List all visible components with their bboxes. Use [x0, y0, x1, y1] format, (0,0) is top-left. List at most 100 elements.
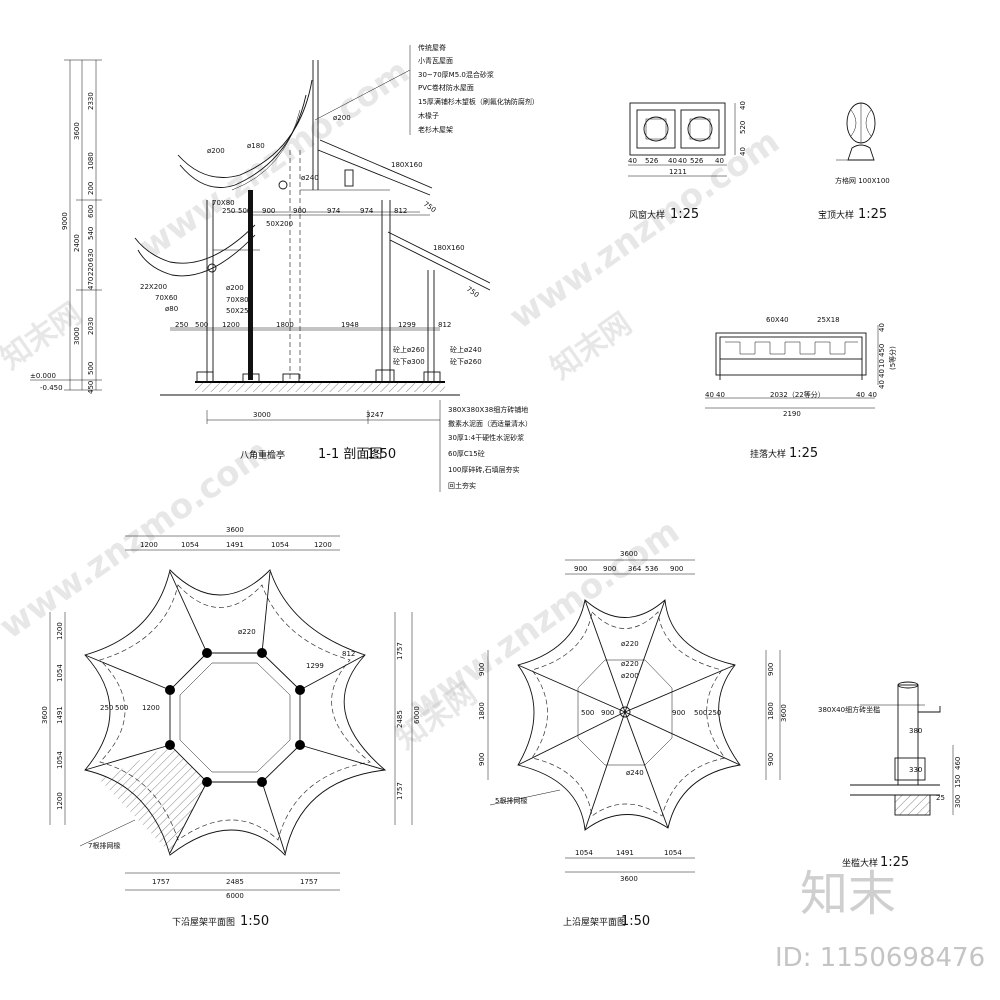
- dim-left: 540: [87, 227, 95, 240]
- floor-layer: 30厚1:4干硬性水泥砂浆: [448, 433, 524, 442]
- inner-callout: 1200: [142, 704, 160, 712]
- inner-callout: ø220: [238, 628, 256, 636]
- dim-h: 40: [678, 157, 687, 165]
- dim-bottom: 1800: [276, 321, 294, 329]
- dim-left: 900: [478, 663, 486, 676]
- elevation-label: ±0.000: [30, 372, 56, 380]
- dim-bottom-total: 3600: [620, 875, 638, 883]
- watermark-url: www.znzmo.com: [132, 51, 417, 267]
- lower-plan-scale: 1:50: [240, 914, 269, 929]
- section-drawing-name: 1-1 剖面图: [318, 447, 382, 462]
- member-callout: ø200: [333, 114, 351, 122]
- dim-h: 40: [705, 391, 714, 399]
- column-note: 砼下ø260: [450, 357, 482, 366]
- dim-right: 900: [767, 663, 775, 676]
- member-callout: ø240: [301, 174, 319, 182]
- floor-layer: 100厚碎砖,石填层夯实: [448, 465, 520, 474]
- dim-right: 1757: [396, 782, 404, 800]
- inner-callout: 500: [581, 709, 594, 717]
- dim-top: 1491: [226, 541, 244, 549]
- inner-callout: ø200: [621, 672, 639, 680]
- seat-dim: 300: [954, 795, 962, 808]
- dim-bottom: 1757: [152, 878, 170, 886]
- dim-left: 470: [87, 277, 95, 290]
- seat-title: 坐槛大样: [842, 857, 878, 869]
- column-note: 砼下ø300: [393, 357, 425, 366]
- member-callout: 750: [465, 285, 481, 299]
- dim-left: 3600: [73, 122, 81, 140]
- brand-logo: 知末: [800, 866, 896, 922]
- dim-h: 40: [868, 391, 877, 399]
- dim-top: 900: [262, 207, 275, 215]
- dim-total: 1211: [669, 168, 687, 176]
- dim-total-height: 9000: [61, 212, 69, 230]
- dim-right-total: 6000: [413, 706, 421, 724]
- member-callout: 70X80: [226, 296, 249, 304]
- dim-right: 2485: [396, 710, 404, 728]
- dim-top: 250: [222, 207, 235, 215]
- member-callout: ø200: [226, 284, 244, 292]
- inner-callout: ø220: [621, 660, 639, 668]
- dim-h: 40: [668, 157, 677, 165]
- dim-v: 40: [878, 369, 886, 378]
- dim-top: 812: [394, 207, 407, 215]
- watermark-brand: 知末网: [545, 306, 639, 386]
- dim-v: 40: [878, 323, 886, 332]
- dim-bottom: 1054: [664, 849, 682, 857]
- lower-plan-note: 7根排网椽: [88, 841, 120, 850]
- dim-top: 536: [645, 565, 659, 573]
- inner-callout: ø240: [626, 769, 644, 777]
- dim-top: 1200: [140, 541, 158, 549]
- lattice-divisions: (5等分): [888, 346, 897, 370]
- dim-h: 526: [690, 157, 704, 165]
- dim-v: 40: [878, 380, 886, 389]
- inner-callout: 250: [708, 709, 721, 717]
- dim-right: 900: [767, 753, 775, 766]
- dim-bottom-total: 6000: [226, 892, 244, 900]
- roof-layer: 木椽子: [418, 111, 439, 120]
- dim-right-total: 3600: [780, 704, 788, 722]
- finial-title: 宝顶大样: [818, 209, 854, 221]
- dim-top: 500: [238, 207, 251, 215]
- column-note: 砼上ø260: [393, 345, 425, 354]
- dim-bottom: 1948: [341, 321, 359, 329]
- seat-scale: 1:25: [880, 855, 909, 870]
- dim-left: 2030: [87, 317, 95, 335]
- upper-plan-title: 上沿屋架平面图: [563, 917, 626, 928]
- dim-left: 1800: [478, 702, 486, 720]
- lattice-label: 25X18: [817, 316, 840, 324]
- lattice-label: 60X40: [766, 316, 789, 324]
- watermark-url: www.znzmo.com: [0, 431, 277, 647]
- member-callout: ø80: [165, 305, 178, 313]
- upper-roof-plan: 3600 900 900 364 536 900 900 1800 900 90…: [478, 550, 788, 929]
- finial-detail: 方格网 100X100 宝顶大样 1:25: [818, 102, 890, 222]
- seat-dim: 330: [909, 766, 922, 774]
- section-title: 八角重檐亭: [240, 449, 285, 461]
- seat-dim: 150: [954, 775, 962, 788]
- dim-bottom: 1491: [616, 849, 634, 857]
- inner-callout: 900: [601, 709, 614, 717]
- inner-callout: 812: [342, 650, 355, 658]
- dim-top: 900: [574, 565, 587, 573]
- lower-plan-title: 下沿屋架平面图: [172, 917, 235, 928]
- roof-layer: PVC卷材防水屋面: [418, 83, 474, 92]
- dim-left: 1200: [56, 622, 64, 640]
- member-callout: 50X200: [266, 220, 293, 228]
- dim-h: 40: [716, 391, 725, 399]
- dim-v: 10: [878, 359, 886, 368]
- inner-callout: 900: [672, 709, 685, 717]
- member-callout: 180X160: [433, 244, 465, 252]
- dim-top-total: 3600: [226, 526, 244, 534]
- dim-v: 450: [878, 344, 886, 357]
- dim-bottom: 1200: [222, 321, 240, 329]
- floor-layer: 60厚C15砼: [448, 449, 485, 458]
- lattice-detail: 60X40 25X18 40 40 2032（22等分） 40 40 2190 …: [705, 316, 897, 461]
- lattice-title: 挂落大样: [750, 448, 786, 460]
- dim-left-total: 3600: [41, 706, 49, 724]
- dim-left: 450: [87, 381, 95, 394]
- seat-label: 380X40细方砖坐槛: [818, 705, 880, 714]
- dim-left: 600: [87, 205, 95, 218]
- dim-top: 974: [327, 207, 341, 215]
- member-callout: ø180: [247, 142, 265, 150]
- dim-left: 1491: [56, 706, 64, 724]
